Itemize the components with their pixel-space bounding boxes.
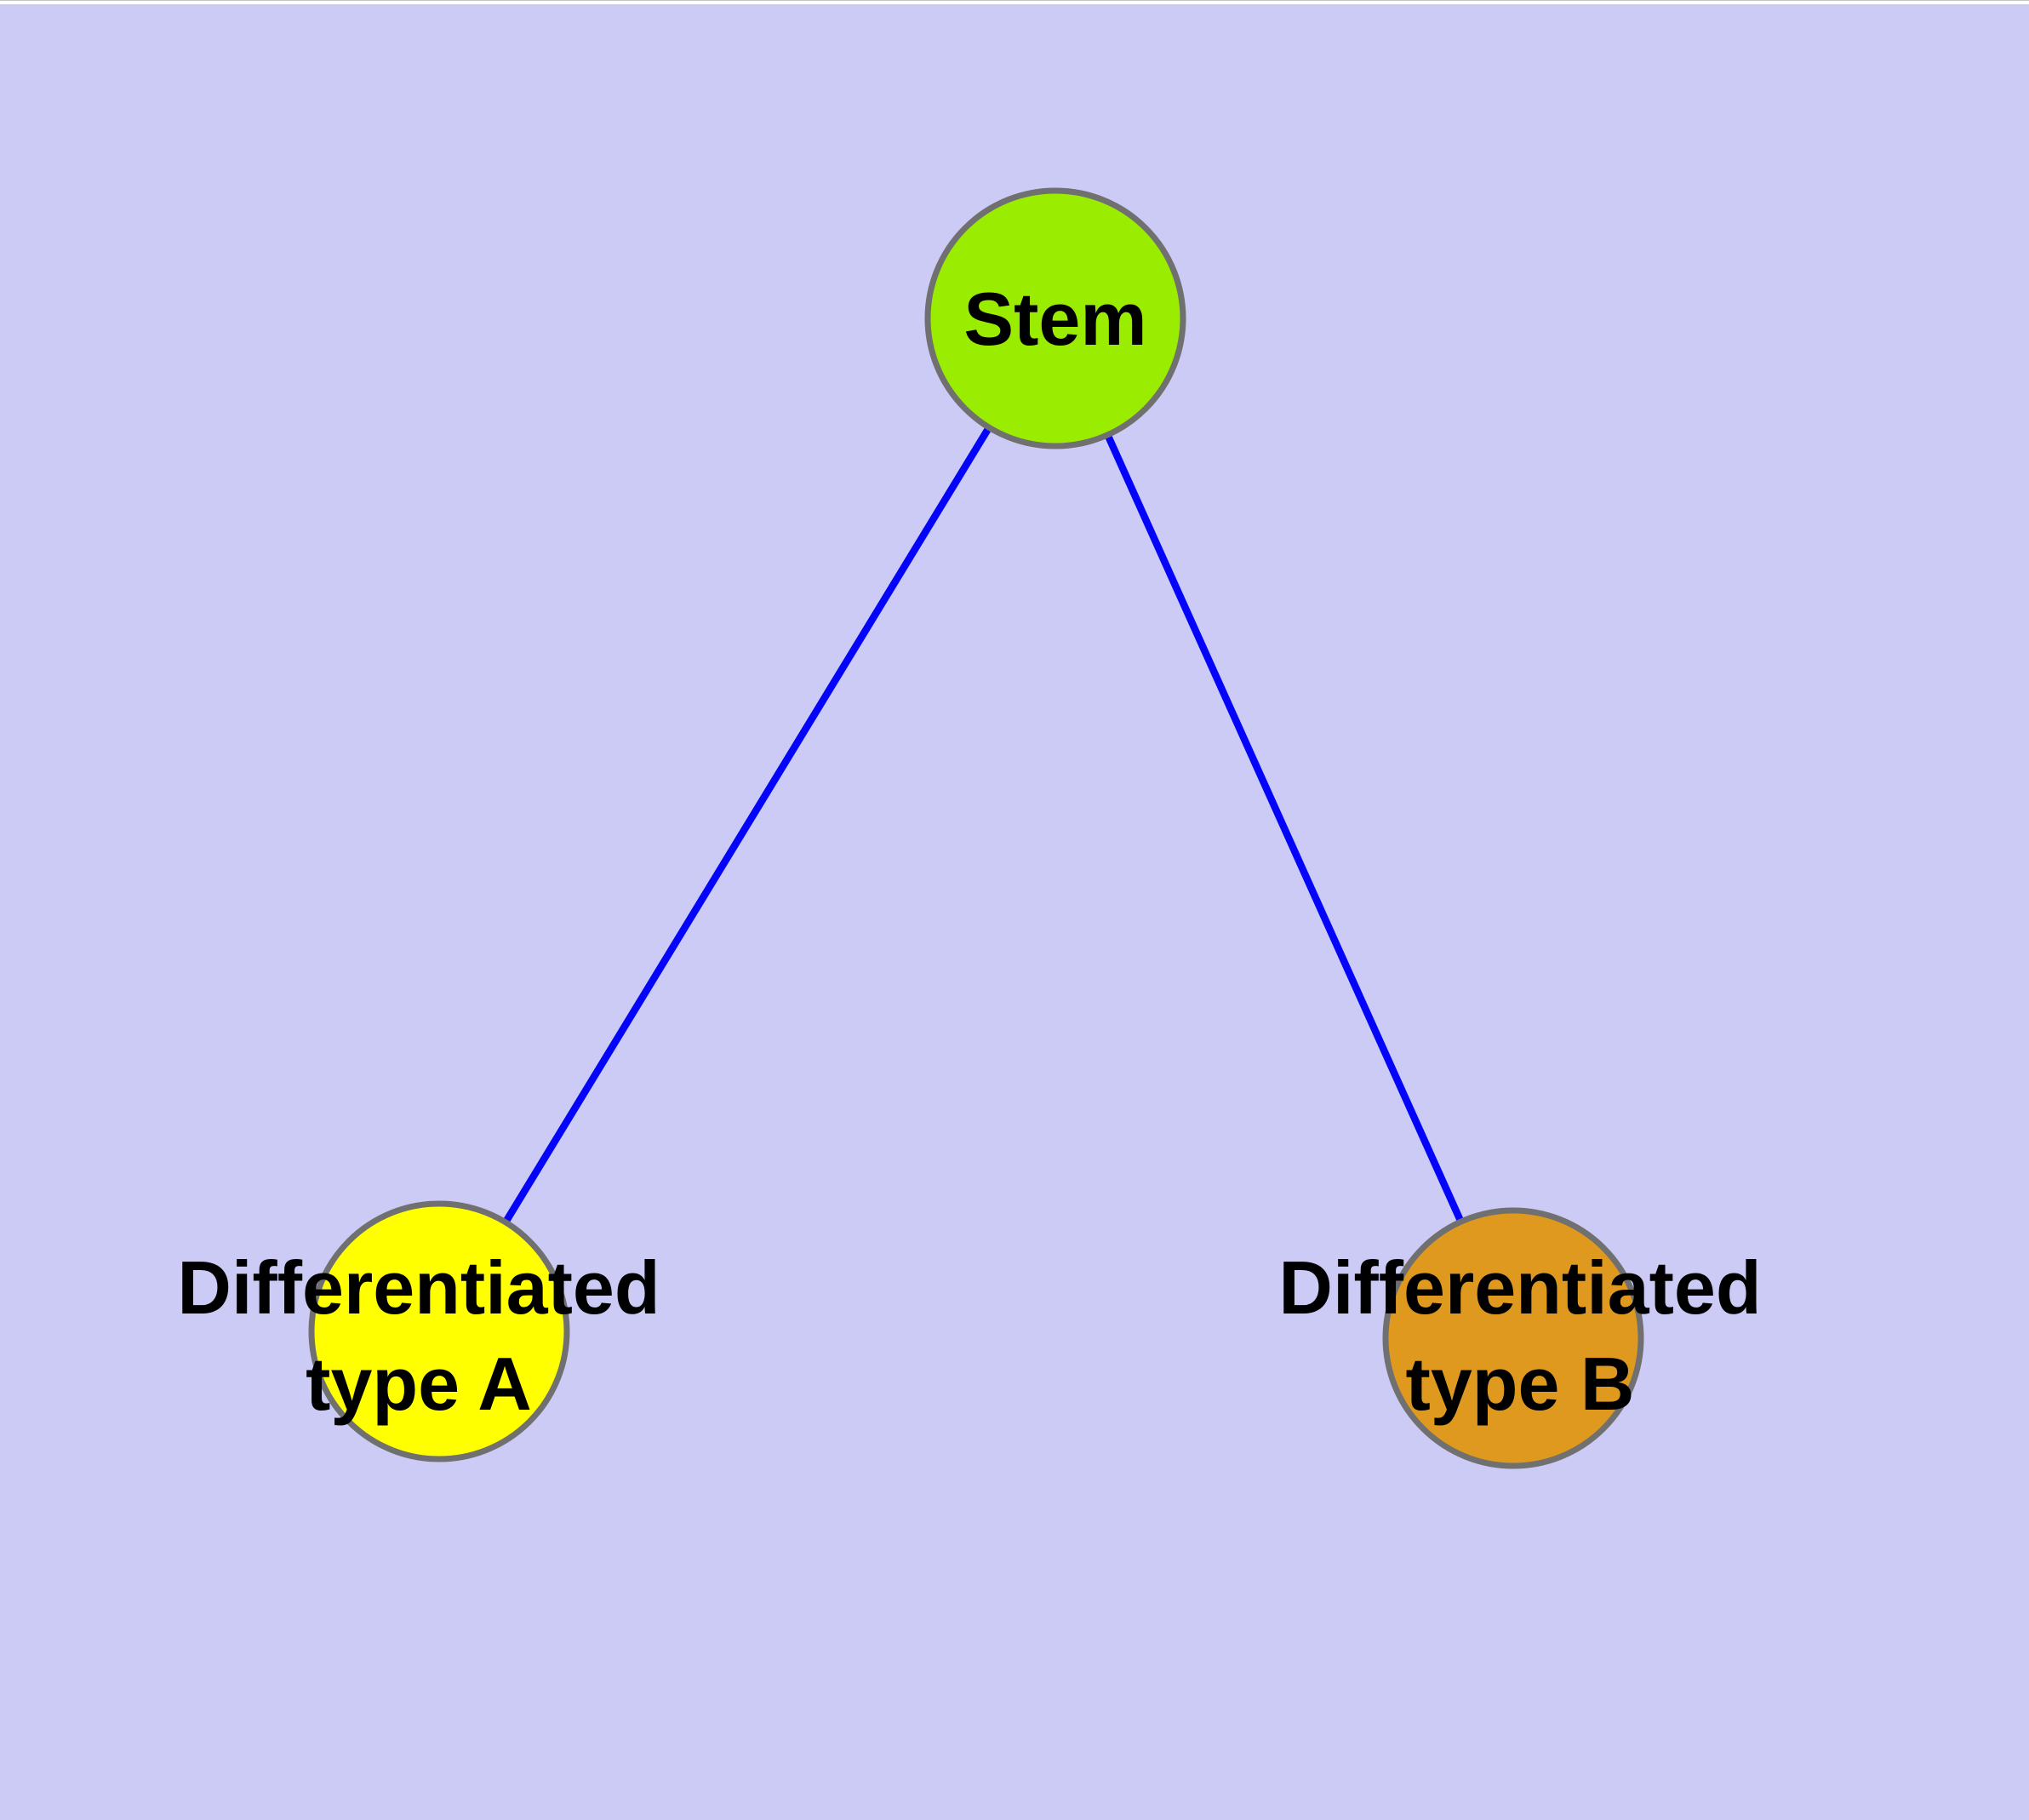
- node-stem-circle: [924, 187, 1186, 449]
- node-differentiated-type-b-circle: [1382, 1207, 1644, 1469]
- edge-stem-to-differentiated-type-b: [1052, 317, 1517, 1340]
- top-margin-strip: [0, 0, 2029, 4]
- node-differentiated-type-a-circle: [308, 1200, 570, 1462]
- node-differentiated-type-a: Differentiated type A: [177, 1200, 660, 1462]
- node-stem: Stem: [924, 187, 1186, 449]
- node-differentiated-type-a-label-line1: Differentiated: [177, 1245, 660, 1330]
- node-differentiated-type-b-label-line2: type B: [1406, 1342, 1635, 1426]
- node-stem-label: Stem: [963, 277, 1146, 361]
- node-differentiated-type-b: Differentiated type B: [1278, 1207, 1762, 1469]
- node-differentiated-type-b-label-line1: Differentiated: [1278, 1245, 1761, 1330]
- edge-stem-to-differentiated-type-a: [436, 316, 1059, 1334]
- node-differentiated-type-a-label-line2: type A: [306, 1342, 532, 1426]
